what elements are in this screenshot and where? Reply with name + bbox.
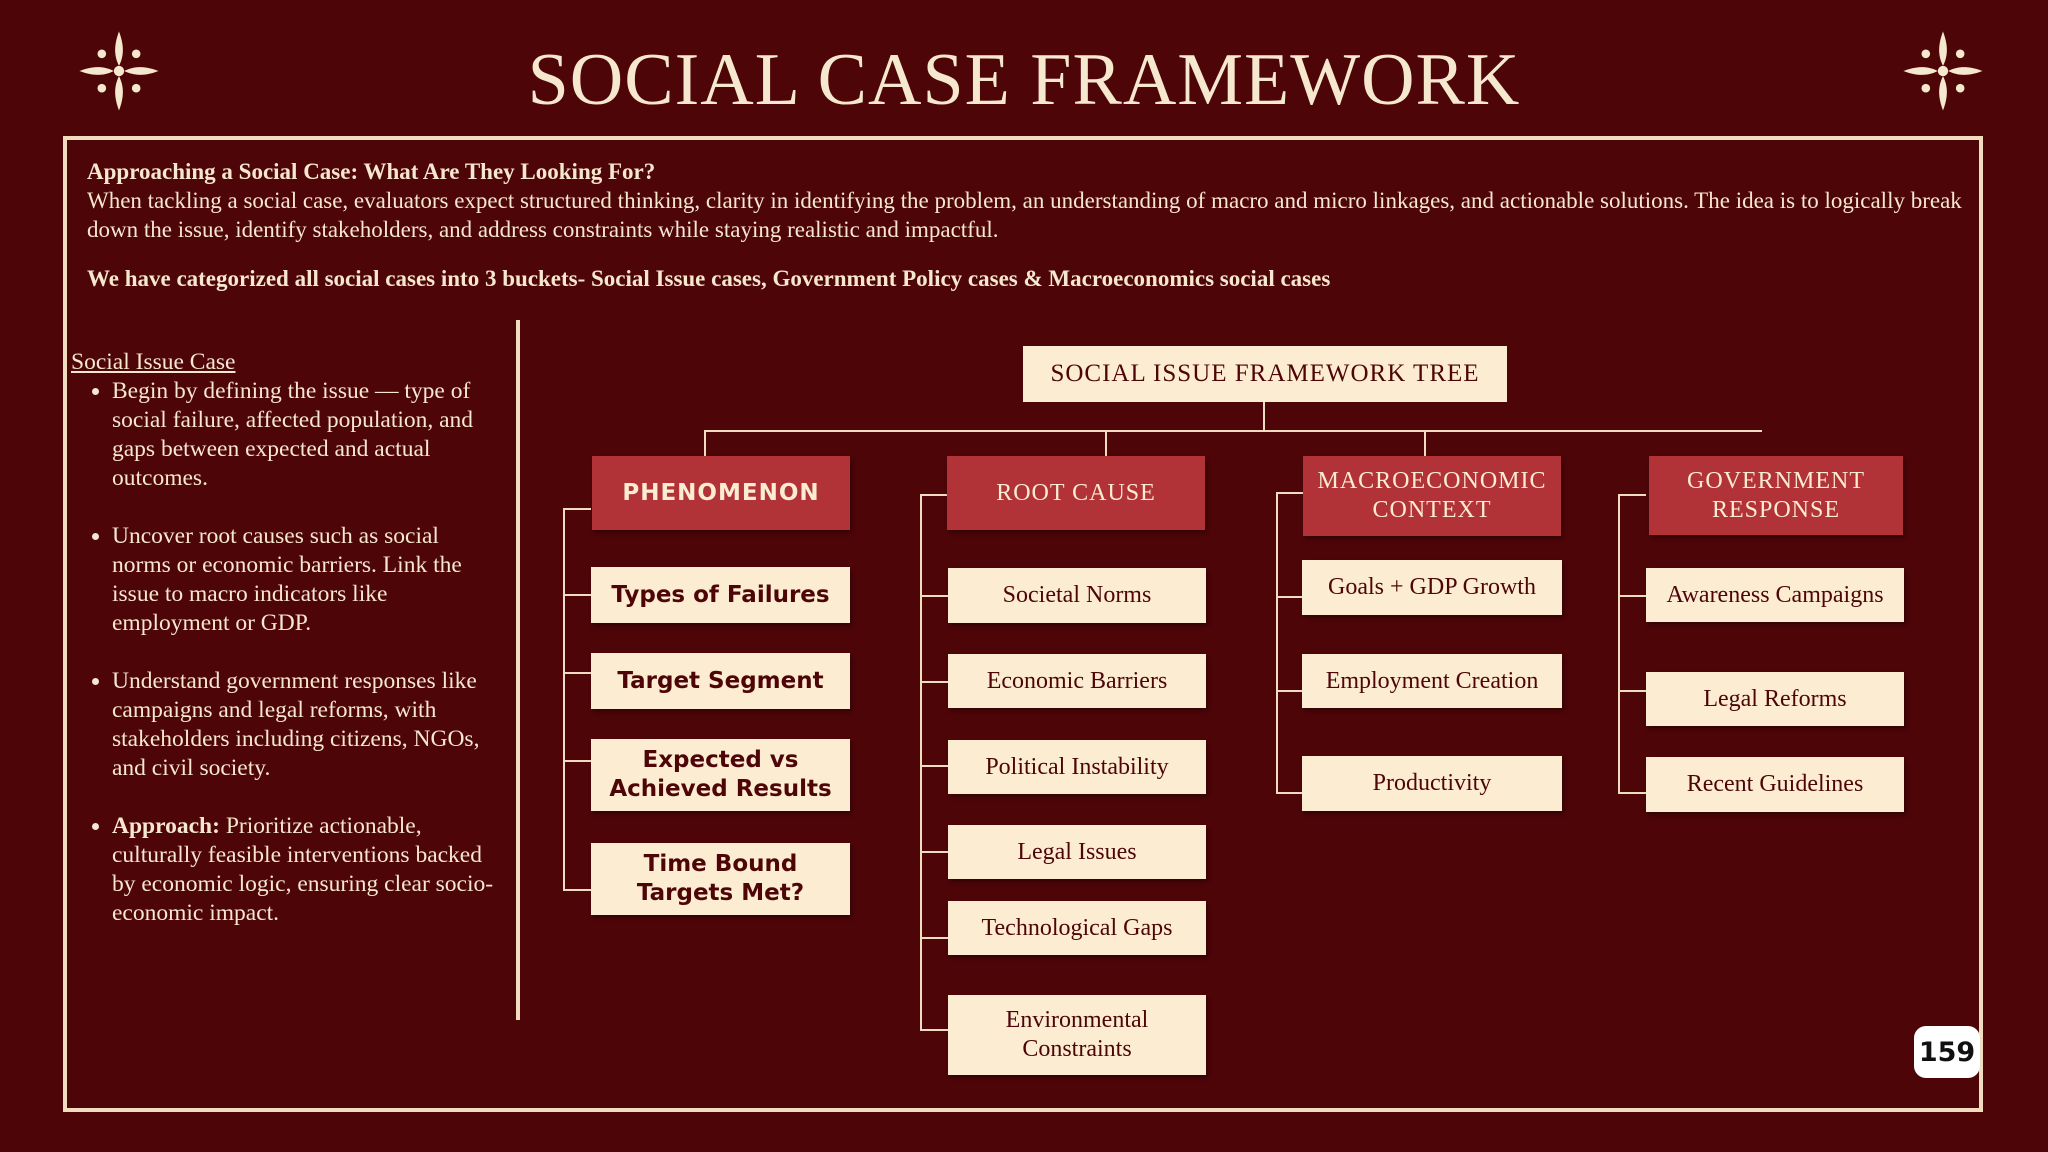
buckets-statement: We have categorized all social cases int… bbox=[87, 266, 1331, 291]
tree-connector bbox=[920, 765, 948, 767]
tree-connector bbox=[563, 760, 591, 762]
intro-body: When tackling a social case, evaluators … bbox=[87, 188, 1962, 242]
macro-item: Productivity bbox=[1302, 756, 1562, 811]
slide-title: SOCIAL CASE FRAMEWORK bbox=[527, 39, 1521, 121]
macro-item: Goals + GDP Growth bbox=[1302, 560, 1562, 615]
tree-connector bbox=[1618, 494, 1620, 794]
root-cause-item: Economic Barriers bbox=[948, 654, 1206, 708]
tree-connector bbox=[563, 508, 591, 510]
social-issue-case-section: Social Issue Case Begin by defining the … bbox=[71, 348, 501, 957]
bullet-item: Approach: Prioritize actionable, cultura… bbox=[112, 812, 501, 928]
root-cause-item: Political Instability bbox=[948, 740, 1206, 794]
content-frame bbox=[63, 136, 1983, 1112]
government-item: Legal Reforms bbox=[1646, 672, 1904, 726]
page-number: 159 bbox=[1914, 1026, 1980, 1078]
government-item: Recent Guidelines bbox=[1646, 757, 1904, 812]
tree-connector bbox=[920, 937, 948, 939]
tree-connector bbox=[1276, 492, 1304, 494]
root-cause-item: Technological Gaps bbox=[948, 901, 1206, 955]
section-title: Social Issue Case bbox=[71, 349, 236, 375]
tree-connector bbox=[1276, 690, 1304, 692]
tree-connector bbox=[704, 430, 706, 456]
bullet-item: Begin by defining the issue — type of so… bbox=[112, 377, 501, 493]
government-item: Awareness Campaigns bbox=[1646, 568, 1904, 622]
tree-connector bbox=[563, 889, 591, 891]
tree-connector bbox=[563, 508, 565, 891]
approach-text: Prioritize actionable, culturally feasib… bbox=[112, 813, 494, 926]
approach-label: Approach: bbox=[112, 813, 220, 839]
root-cause-item: Societal Norms bbox=[948, 568, 1206, 623]
tree-connector bbox=[704, 430, 1762, 432]
tree-connector bbox=[563, 672, 591, 674]
intro-section: Approaching a Social Case: What Are They… bbox=[87, 157, 1977, 293]
intro-heading: Approaching a Social Case: What Are They… bbox=[87, 159, 656, 184]
column-divider bbox=[516, 320, 520, 1020]
tree-connector bbox=[1618, 690, 1646, 692]
bullet-item: Understand government responses like cam… bbox=[112, 667, 501, 783]
root-cause-header: ROOT CAUSE bbox=[947, 456, 1205, 530]
phenomenon-item: Expected vs Achieved Results bbox=[591, 739, 850, 811]
tree-connector bbox=[1276, 492, 1278, 794]
phenomenon-item: Types of Failures bbox=[591, 567, 850, 623]
tree-connector bbox=[563, 594, 591, 596]
tree-connector bbox=[920, 681, 948, 683]
tree-connector bbox=[920, 1029, 948, 1031]
tree-connector bbox=[1424, 430, 1426, 456]
tree-connector bbox=[1618, 494, 1646, 496]
tree-connector bbox=[920, 595, 948, 597]
government-response-header: GOVERNMENT RESPONSE bbox=[1649, 456, 1903, 535]
phenomenon-item: Target Segment bbox=[591, 653, 850, 709]
tree-connector bbox=[920, 494, 948, 496]
root-cause-item: Environmental Constraints bbox=[948, 995, 1206, 1075]
macro-item: Employment Creation bbox=[1302, 654, 1562, 708]
root-cause-item: Legal Issues bbox=[948, 825, 1206, 879]
tree-title: SOCIAL ISSUE FRAMEWORK TREE bbox=[1023, 346, 1507, 402]
phenomenon-item: Time Bound Targets Met? bbox=[591, 843, 850, 915]
bullet-list: Begin by defining the issue — type of so… bbox=[71, 377, 501, 928]
tree-connector bbox=[920, 494, 922, 1031]
tree-connector bbox=[1276, 596, 1304, 598]
bullet-item: Uncover root causes such as social norms… bbox=[112, 522, 501, 638]
tree-connector bbox=[1276, 792, 1304, 794]
macroeconomic-context-header: MACROECONOMIC CONTEXT bbox=[1303, 456, 1561, 536]
ornament-icon bbox=[1903, 31, 1983, 111]
phenomenon-header: PHENOMENON bbox=[592, 456, 850, 530]
tree-connector bbox=[1263, 402, 1265, 432]
tree-connector bbox=[1618, 792, 1646, 794]
tree-connector bbox=[1105, 430, 1107, 456]
ornament-icon bbox=[79, 31, 159, 111]
tree-connector bbox=[1618, 595, 1646, 597]
tree-connector bbox=[920, 851, 948, 853]
